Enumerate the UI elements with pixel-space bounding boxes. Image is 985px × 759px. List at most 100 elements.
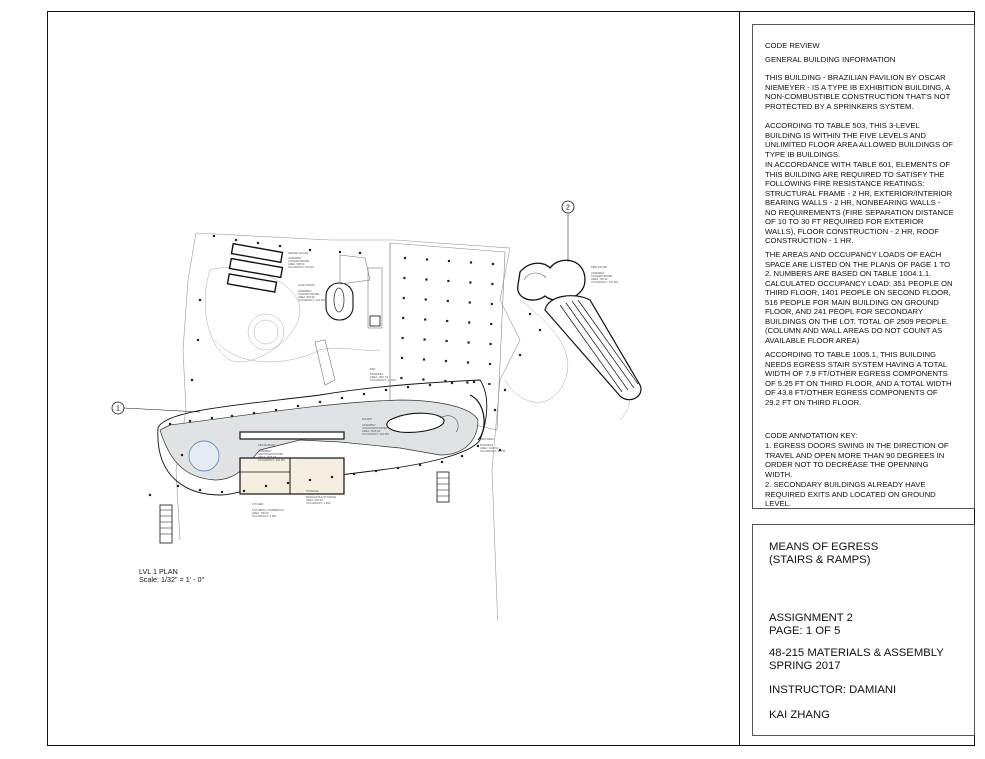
column [418,463,422,467]
column [148,493,152,497]
column [422,358,426,361]
column [538,328,542,332]
column [308,248,312,252]
column [352,472,356,476]
column [491,282,494,286]
code-review-paragraph: ACCORDING TO TABLE 503, THIS 3-LEVEL BUI… [765,121,953,159]
plan-caption: LVL 1 PLAN [139,567,178,576]
column [198,488,202,492]
column [498,448,502,452]
column [384,388,388,392]
column [469,281,472,284]
column [460,454,464,458]
column [278,244,282,248]
access-walkway [314,339,336,386]
column [467,341,470,344]
column [518,353,522,357]
column [176,484,180,488]
code-review-heading: CODE REVIEW [765,41,820,50]
column [274,408,278,412]
sheet-title: MEANS OF EGRESS (STAIRS & RAMPS) [769,541,879,566]
column [362,392,366,396]
column [469,261,473,264]
column [424,298,427,301]
column [198,298,202,302]
column [488,362,492,366]
column [490,302,493,306]
exterior-stair [159,504,173,544]
column [402,316,405,320]
column [450,381,454,385]
structural-columns [148,234,542,497]
column [440,460,444,464]
column [190,378,194,382]
course-info: 48-215 MATERIALS & ASSEMBLY SPRING 2017 [769,647,944,672]
column [447,259,451,263]
column [318,400,322,404]
ramp-structure [544,295,642,401]
column [406,385,410,389]
room-label-storage: STORAGE [306,489,319,493]
column [220,490,224,494]
column [489,342,492,346]
column [490,322,493,326]
column [423,338,426,341]
column [196,338,200,342]
column [447,279,450,283]
site-boundary [175,232,197,541]
column [528,312,532,316]
column [180,453,184,457]
column [396,466,400,470]
column [445,339,448,343]
room-label-bird-house: BIRD HOUSE [591,265,607,269]
garden-path [214,339,381,363]
column [403,276,406,280]
column [256,241,260,245]
room-label-auditorium: AUDITORIUM [298,283,314,287]
column [210,416,214,420]
column [230,414,234,418]
column [446,319,449,323]
column [491,262,495,266]
column [212,234,216,238]
room-label-restaurant: RESTAURANT [258,443,276,447]
garden-path [504,299,569,403]
garden-circle [247,313,285,351]
code-review-panel [752,24,975,509]
code-review-paragraph: THE AREAS AND OCCUPANCY LOADS OF EACH SP… [765,250,953,345]
column [340,396,344,400]
room-label-exhibit: EXHIBIT [362,417,373,421]
column [168,422,172,426]
column [338,250,342,254]
column [252,411,256,415]
column [488,382,491,386]
column [234,238,238,242]
annotation-key-heading: CODE ANNOTATION KEY: [765,431,858,440]
column [444,379,447,383]
column [422,378,425,381]
orchid-house [226,242,284,293]
column [493,408,497,412]
instructor-name: INSTRUCTOR: DAMIANI [769,684,897,696]
column [425,278,428,281]
svg-text:1: 1 [116,406,120,413]
grid-marker-2: 2 [561,200,575,262]
column [424,318,427,321]
svg-text:2: 2 [566,205,570,212]
column [403,256,407,260]
code-review-subheading: GENERAL BUILDING INFORMATION [765,55,896,64]
room-label-orchid-house: ORCHID HOUSE [288,251,308,255]
column [188,419,192,423]
column [286,481,290,485]
column [401,336,404,340]
column [296,404,300,408]
column [466,381,469,384]
sheet-divider [739,11,740,746]
